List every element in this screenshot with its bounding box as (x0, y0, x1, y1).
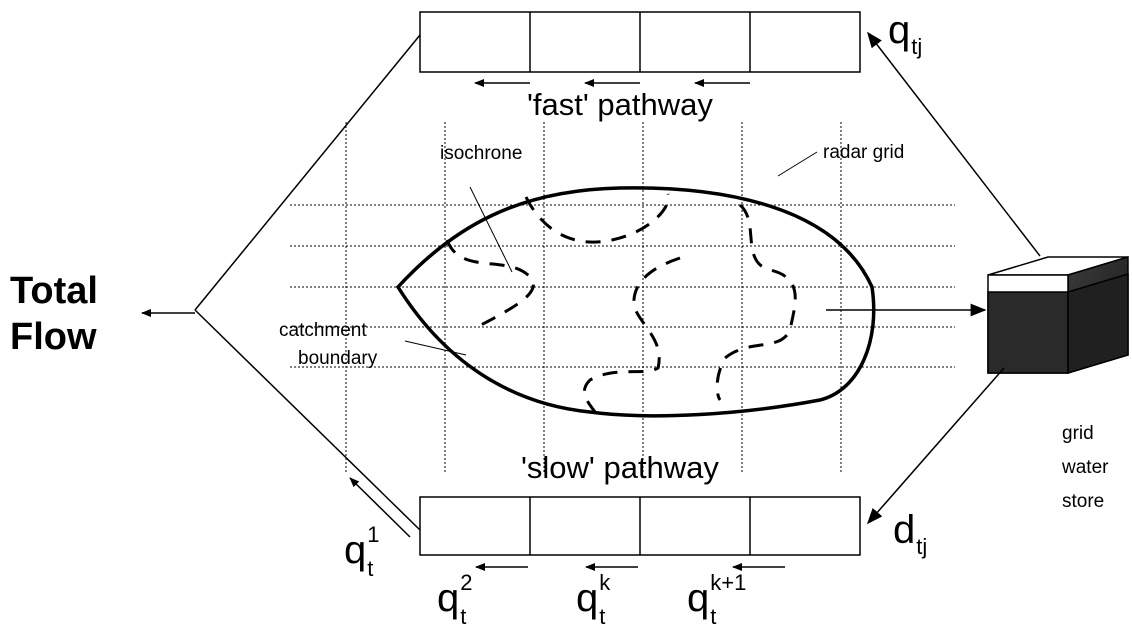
total-flow-line1: Total (10, 270, 98, 312)
q-tk1-base: q (687, 576, 710, 620)
catchment-boundary (395, 186, 876, 418)
total-flow-line2: Flow (10, 316, 97, 358)
fast-pathway-box (419, 11, 861, 73)
radar-grid-label: radar grid (823, 142, 905, 163)
q-tk1-sup: k+1 (710, 570, 747, 595)
slow-pathway-box (419, 496, 861, 556)
catchment-line2: boundary (298, 348, 378, 369)
q-t2-sub: t (460, 604, 467, 629)
catchment-line1: catchment (279, 320, 367, 341)
store-line2: water (1062, 457, 1109, 478)
q-tk-sub: t (599, 604, 606, 629)
label-leaders (404, 151, 818, 356)
q-tj-base: q (888, 8, 911, 52)
q-t2-base: q (437, 576, 460, 620)
grid-water-store-cube (987, 255, 1129, 375)
isochrone-label: isochrone (440, 143, 523, 164)
grid-water-store-label: grid water store (1062, 417, 1108, 519)
q-tk-base: q (576, 576, 599, 620)
q-tj-sub: tj (911, 34, 923, 59)
isochrones (445, 193, 797, 413)
q-t1-base: q (344, 528, 367, 572)
fast-pathway-label: 'fast' pathway (527, 87, 713, 122)
d-tj-sub: tj (916, 534, 928, 559)
q-tk-sup: k (599, 570, 611, 595)
q-t2-sup: 2 (460, 570, 473, 595)
catchment-boundary-label: catchment boundary (279, 317, 377, 373)
store-line3: store (1062, 491, 1105, 512)
store-line1: grid (1062, 423, 1094, 444)
total-flow-label: Total Flow (10, 268, 98, 360)
radar-grid (290, 122, 955, 472)
q-t1-sub: t (367, 556, 374, 581)
slow-pathway-label: 'slow' pathway (521, 450, 719, 485)
d-tj-base: d (893, 508, 916, 552)
q-tk1-sub: t (710, 604, 717, 629)
total-flow-connectors (141, 34, 421, 538)
q-t1-sup: 1 (367, 522, 380, 547)
store-pathway-arrows (866, 31, 1041, 525)
